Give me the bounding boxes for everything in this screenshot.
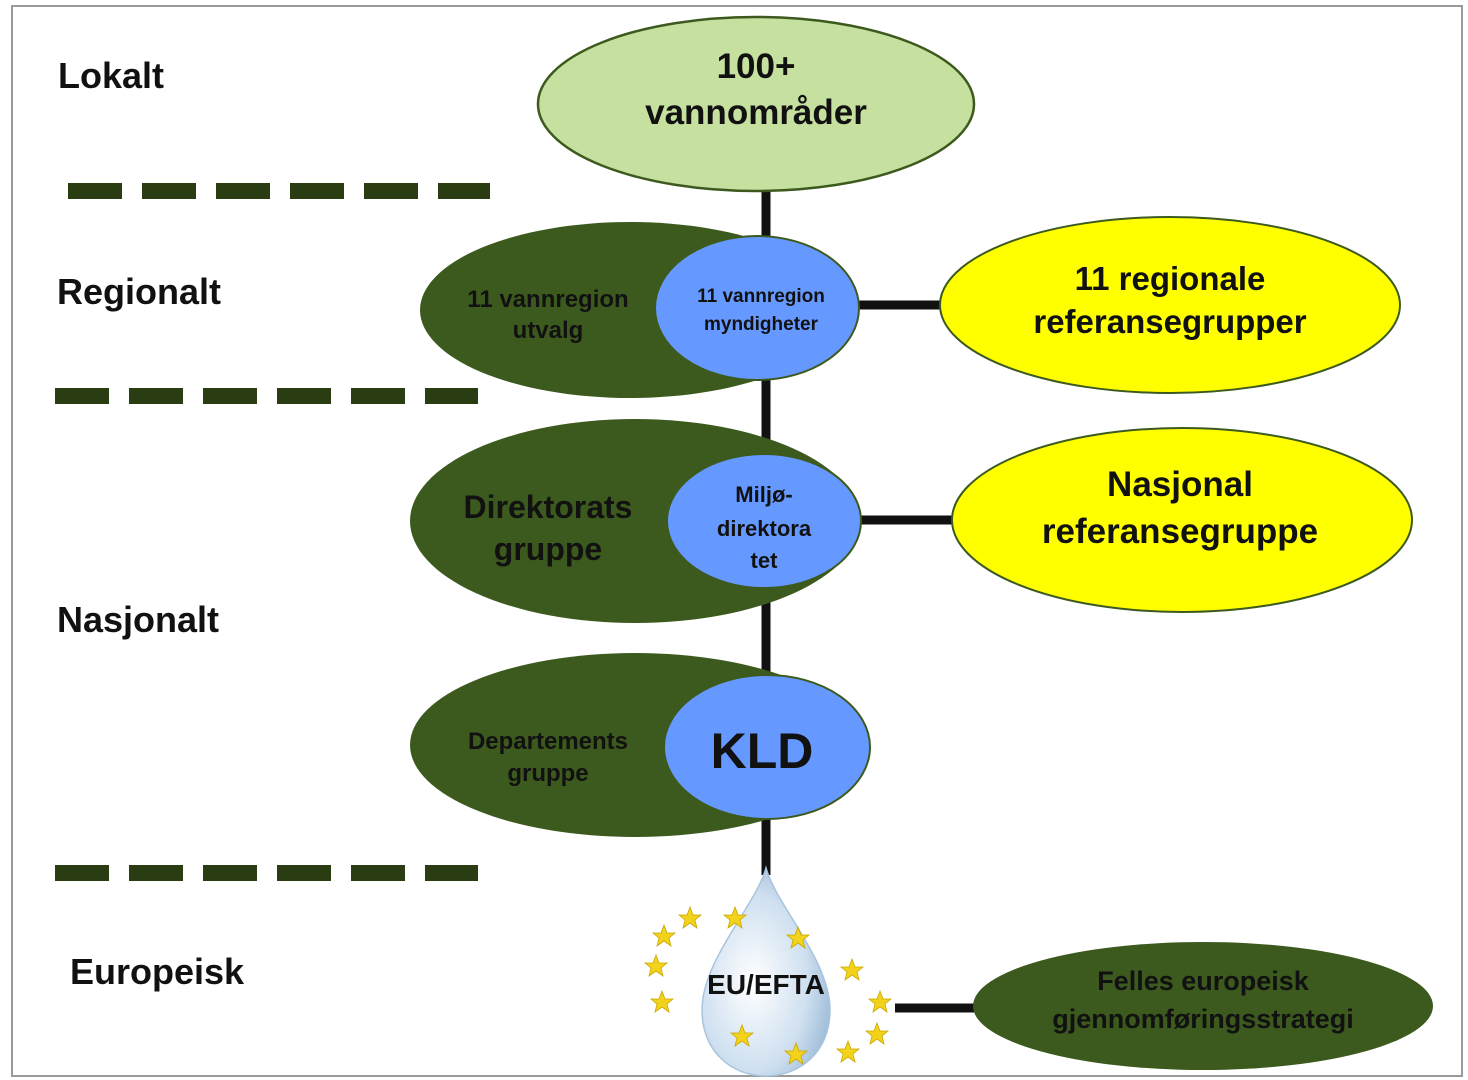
eu-star-icon (835, 1039, 861, 1063)
eu-star-icon (722, 905, 748, 929)
node-regionale-referansegrupper: 11 regionale referansegrupper (939, 216, 1401, 394)
level-label-regionalt: Regionalt (57, 271, 221, 312)
node-vannomrader: 100+ vannområder (536, 15, 976, 193)
node-felles-strategi-line2: gjennomføringsstrategi (1052, 1004, 1354, 1034)
node-departements-gruppe-line2: gruppe (507, 760, 588, 787)
node-vannregion-utvalg-line1: 11 vannregion (467, 286, 628, 313)
eu-star-icon (783, 1041, 809, 1065)
eu-star-icon (785, 925, 811, 949)
eu-star-icon (867, 989, 893, 1013)
eu-star-icon (729, 1023, 755, 1047)
node-regionale-referansegrupper-line1: 11 regionale (1075, 260, 1266, 297)
node-direktorats-gruppe-line1: Direktorats (464, 489, 633, 525)
eu-star-icon (643, 953, 669, 977)
diagram-border (11, 5, 1463, 1077)
node-felles-strategi: Felles europeisk gjennomføringsstrategi (973, 942, 1433, 1070)
node-felles-strategi-line1: Felles europeisk (1097, 966, 1310, 996)
eu-star-icon (677, 905, 703, 929)
node-kld-label: KLD (711, 723, 814, 779)
eu-star-icon (651, 923, 677, 947)
node-kld: KLD (663, 674, 871, 820)
node-vannregion-myndigheter-line2: myndigheter (704, 314, 819, 335)
node-nasjonal-referansegruppe-line2: referansegruppe (1042, 512, 1318, 551)
node-vannregion-myndigheter-line1: 11 vannregion (697, 286, 825, 307)
eu-star-icon (839, 957, 865, 981)
node-nasjonal-referansegruppe-line1: Nasjonal (1107, 465, 1253, 504)
node-eu-efta-label: EU/EFTA (707, 969, 825, 1000)
node-eu-efta: EU/EFTA (643, 865, 893, 1077)
level-label-nasjonalt: Nasjonalt (57, 599, 219, 640)
node-miljodirektoratet-line2: direktora (717, 516, 812, 541)
level-label-lokalt: Lokalt (58, 55, 164, 96)
node-vannomrader-line2: vannområder (645, 93, 867, 132)
level-label-europeisk: Europeisk (70, 951, 245, 992)
node-vannregion-myndigheter: 11 vannregion myndigheter (654, 235, 860, 381)
water-drop-icon (701, 865, 831, 1077)
node-departements-gruppe-line1: Departements (468, 728, 628, 755)
node-vannomrader-line1: 100+ (717, 47, 796, 86)
eu-stars-icon (643, 905, 893, 1065)
eu-star-icon (864, 1021, 890, 1045)
node-miljodirektoratet-line1: Miljø- (735, 482, 792, 507)
node-regionale-referansegrupper-line2: referansegrupper (1033, 303, 1306, 340)
node-vannregion-utvalg-line2: utvalg (513, 317, 584, 344)
node-direktorats-gruppe-line2: gruppe (494, 531, 602, 567)
eu-star-icon (649, 989, 675, 1013)
node-nasjonal-referansegruppe: Nasjonal referansegruppe (951, 427, 1413, 613)
node-miljodirektoratet: Miljø- direktora tet (666, 453, 862, 589)
node-miljodirektoratet-line3: tet (751, 548, 779, 573)
